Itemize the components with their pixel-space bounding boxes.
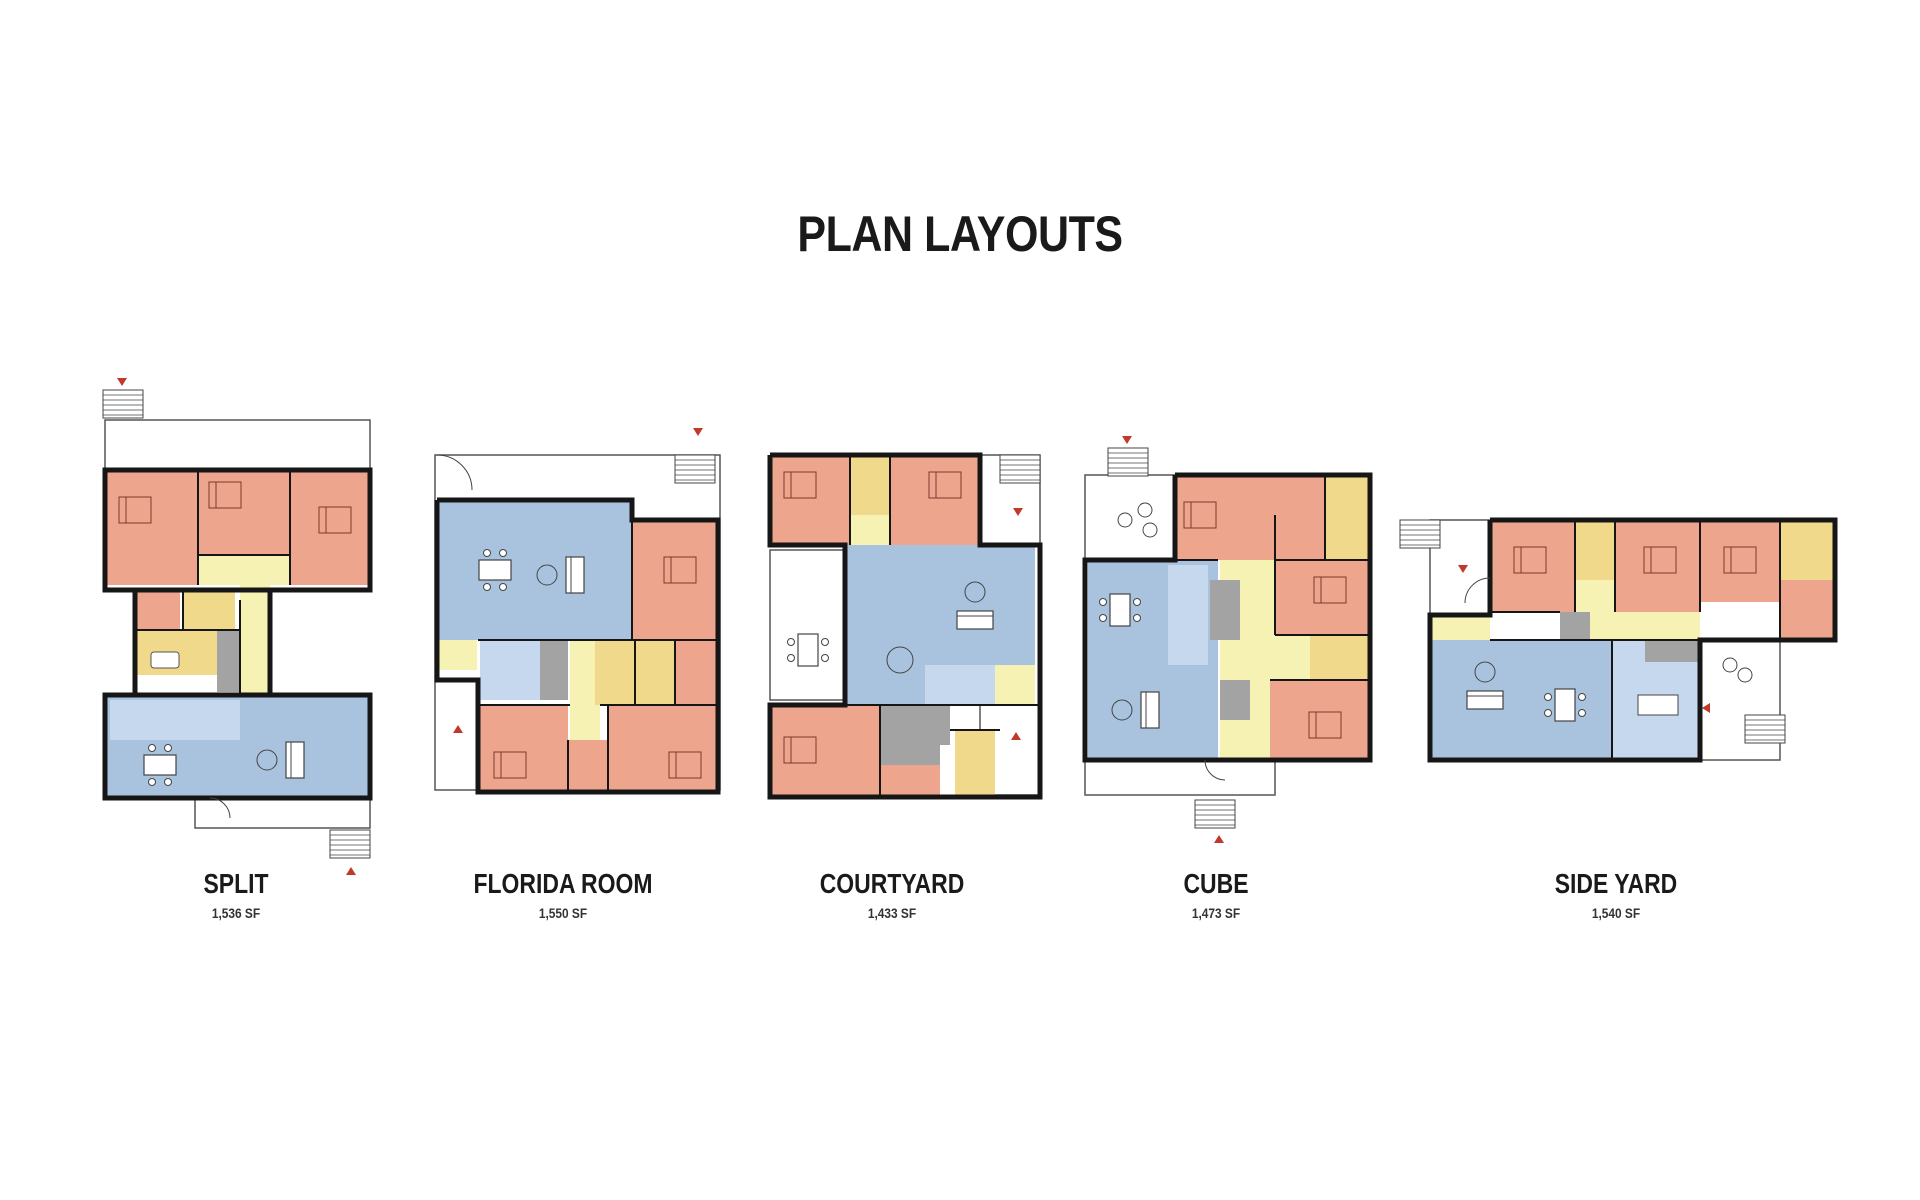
entry-stairs-icon — [674, 454, 716, 484]
rear-stairs-icon — [1744, 714, 1786, 744]
plan-florida-room — [434, 428, 721, 795]
entry-stairs-icon — [102, 389, 144, 419]
plan-area-courtyard: 1,433 SF — [867, 905, 917, 921]
plan-label-florida-room: FLORIDA ROOM — [473, 868, 653, 899]
plan-cube — [1082, 436, 1373, 843]
plan-courtyard — [767, 452, 1043, 800]
north-marker-icon — [117, 378, 127, 386]
north-marker-icon — [693, 428, 703, 436]
entry-stairs-icon — [1107, 447, 1149, 477]
plan-label-cube: CUBE — [1183, 868, 1249, 899]
plan-area-split: 1,536 SF — [211, 905, 261, 921]
north-marker-icon — [1013, 508, 1023, 516]
entry-marker-icon — [453, 725, 463, 733]
plan-label-courtyard: COURTYARD — [819, 868, 965, 899]
plan-split — [102, 378, 373, 875]
plan-area-cube: 1,473 SF — [1191, 905, 1241, 921]
plan-area-florida-room: 1,550 SF — [538, 905, 588, 921]
entry-marker-icon — [1011, 732, 1021, 740]
entry-stairs-icon — [999, 454, 1041, 484]
plan-side-yard — [1399, 517, 1838, 763]
entry-marker-icon — [1702, 703, 1710, 713]
rear-stairs-icon — [1194, 799, 1236, 829]
plan-label-split: SPLIT — [203, 868, 269, 899]
page-title: PLAN LAYOUTS — [797, 206, 1123, 262]
entry-marker-icon — [346, 867, 356, 875]
rear-stairs-icon — [329, 829, 371, 859]
entry-marker-icon — [1214, 835, 1224, 843]
plan-area-side-yard: 1,540 SF — [1591, 905, 1641, 921]
plan-label-side-yard: SIDE YARD — [1554, 868, 1678, 899]
entry-stairs-icon — [1399, 519, 1441, 549]
north-marker-icon — [1122, 436, 1132, 444]
north-marker-icon — [1458, 565, 1468, 573]
